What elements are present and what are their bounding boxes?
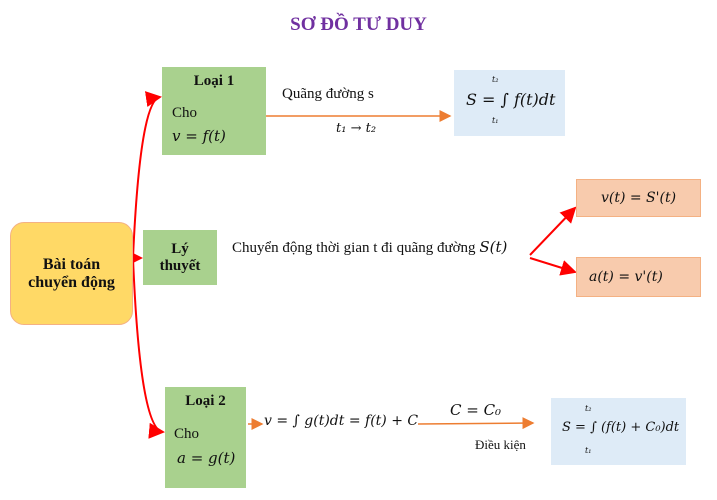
- type2-given: Cho: [174, 426, 200, 442]
- theory-box: Lý thuyết: [143, 230, 217, 285]
- theory-text: Chuyển động thời gian t đi quãng đường: [232, 240, 476, 256]
- theory-title-line2: thuyết: [159, 257, 201, 274]
- type2-condition-label: Điều kiện: [475, 437, 526, 452]
- arrow-theory-a: [529, 257, 577, 276]
- type1-edge-label: Quãng đường s: [282, 86, 374, 102]
- theory-text-row: Chuyển động thời gian t đi quãng đường S…: [232, 238, 507, 257]
- theory-title-line1: Lý: [171, 240, 189, 257]
- type2-result-box: t₂ S = ∫ (f(t) + C₀)dt t₁: [551, 398, 686, 465]
- acceleration-result: a(t) = v'(t): [589, 269, 663, 285]
- type2-velocity: v = ∫ g(t)dt = f(t) + C: [264, 413, 419, 429]
- type1-upper-limit: t₂: [492, 75, 499, 84]
- velocity-result: v(t) = S'(t): [600, 190, 677, 206]
- type2-formula: a = g(t): [177, 449, 236, 467]
- type1-title: Loại 1: [193, 73, 235, 89]
- page-title: SƠ ĐỒ TƯ DUY: [290, 14, 427, 35]
- type2-box: Loại 2 Cho a = g(t): [165, 387, 246, 488]
- type2-result: S = ∫ (f(t) + C₀)dt: [562, 420, 680, 435]
- type2-lower-limit: t₁: [585, 446, 592, 455]
- arrow-theory-v: [529, 206, 577, 256]
- arrow-to-type1: [132, 91, 162, 259]
- velocity-result-box: v(t) = S'(t): [576, 179, 701, 217]
- type1-lower-limit: t₁: [492, 116, 499, 125]
- arrow-to-type2: [132, 257, 165, 439]
- type2-upper-limit: t₂: [585, 404, 592, 413]
- type2-title: Loại 2: [185, 393, 226, 409]
- acceleration-result-box: a(t) = v'(t): [576, 257, 701, 297]
- type1-box: Loại 1 Cho v = f(t): [162, 67, 266, 155]
- type1-result: S = ∫ f(t)dt: [466, 90, 556, 109]
- arrow-velocity-result: [417, 417, 535, 430]
- main-topic-box: Bài toán chuyển động: [10, 222, 133, 325]
- theory-symbol: S(t): [479, 238, 508, 256]
- type1-given: Cho: [172, 105, 198, 121]
- type1-result-box: t₂ S = ∫ f(t)dt t₁: [454, 70, 565, 136]
- main-topic-line2: chuyển động: [28, 273, 115, 291]
- type2-condition: C = C₀: [450, 401, 502, 419]
- main-topic-line1: Bài toán: [42, 255, 101, 273]
- type1-formula: v = f(t): [172, 127, 226, 145]
- type1-interval: t₁ → t₂: [336, 121, 377, 136]
